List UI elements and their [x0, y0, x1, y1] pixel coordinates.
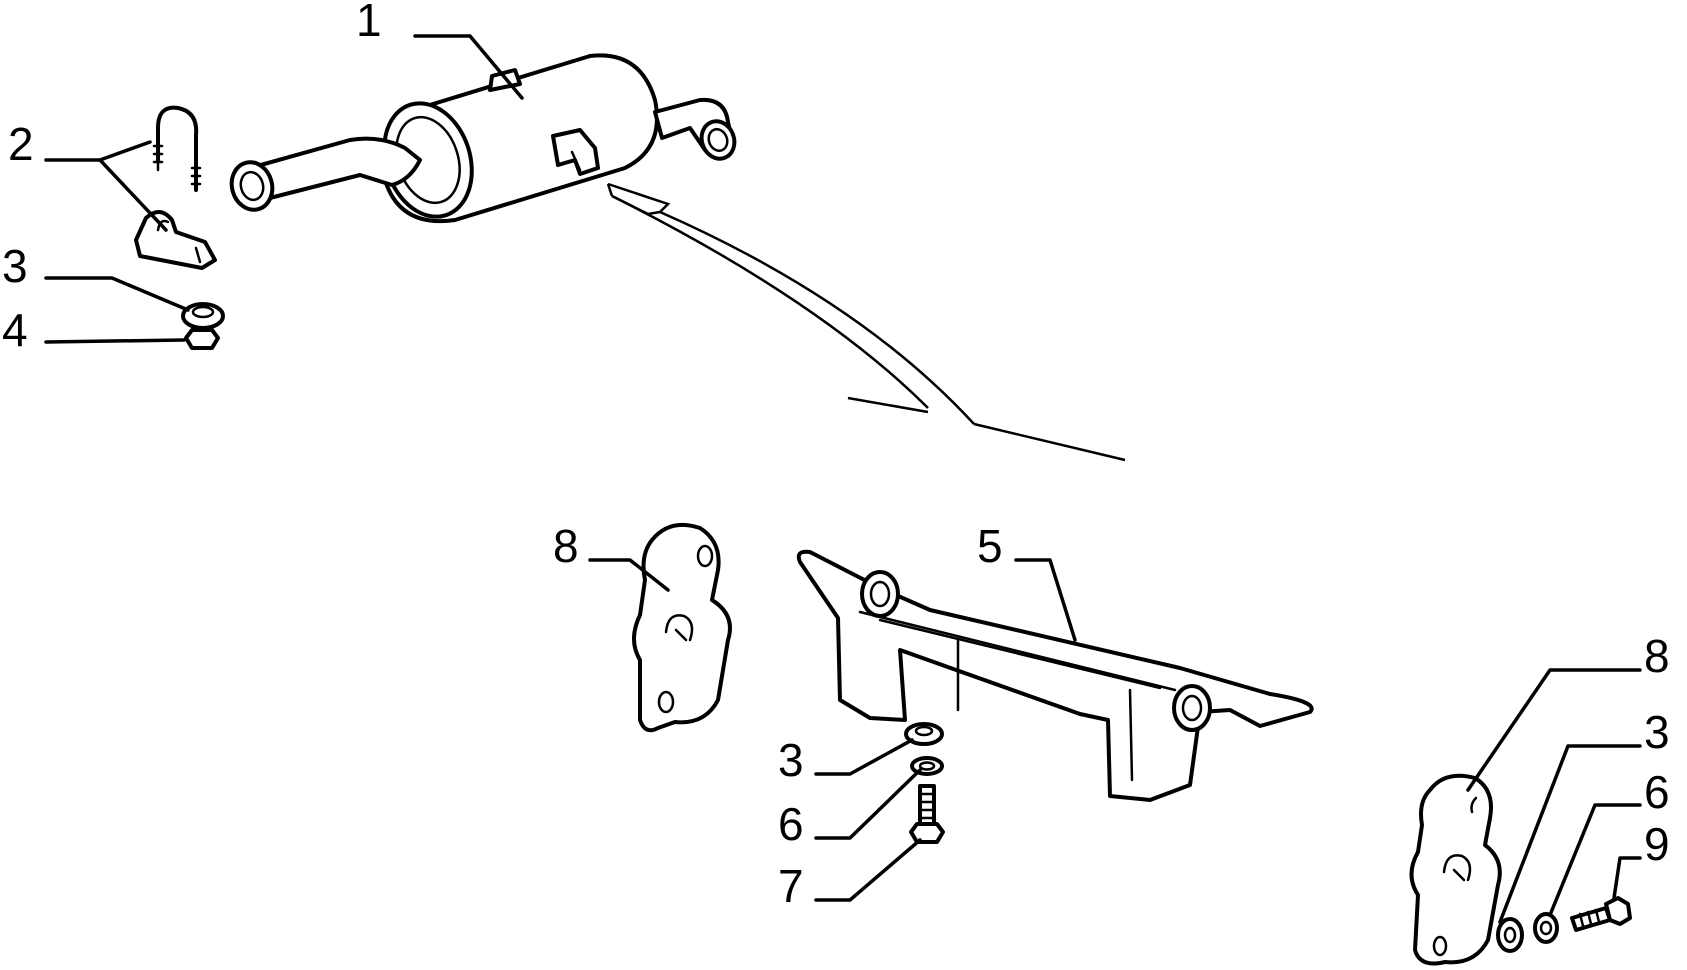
rubber-mount-icon: [632, 523, 732, 733]
callout-2: 2: [8, 118, 34, 170]
bolt-icon: [909, 784, 945, 844]
callout-6: 6: [1644, 766, 1670, 818]
muffler-icon: [229, 53, 737, 224]
callout-labels: 1 2 3 4 8 5 3 6 7 8 3 6 9: [2, 0, 1670, 912]
u-bolt-clamp-icon: [134, 105, 217, 270]
rubber-mount-icon: [1409, 773, 1502, 966]
callout-3: 3: [2, 240, 28, 292]
callout-8: 8: [1644, 630, 1670, 682]
callout-1: 1: [356, 0, 382, 46]
callout-3: 3: [778, 734, 804, 786]
callout-3: 3: [1644, 706, 1670, 758]
assembly-direction-arrow: [606, 182, 1126, 462]
leader-lines: [44, 34, 1642, 924]
rubber-washer-icon: [181, 302, 225, 330]
callout-6: 6: [778, 798, 804, 850]
callout-7: 7: [778, 860, 804, 912]
spring-washer-icon: [1533, 912, 1559, 944]
screw-icon: [1570, 896, 1632, 932]
rubber-washer-icon: [1496, 917, 1524, 953]
support-bracket-icon: [796, 549, 1314, 802]
callout-5: 5: [977, 520, 1003, 572]
nut-icon: [184, 328, 220, 350]
callout-4: 4: [2, 304, 28, 356]
callout-9: 9: [1644, 818, 1670, 870]
rubber-washer-icon: [904, 722, 944, 746]
callout-8: 8: [553, 520, 579, 572]
